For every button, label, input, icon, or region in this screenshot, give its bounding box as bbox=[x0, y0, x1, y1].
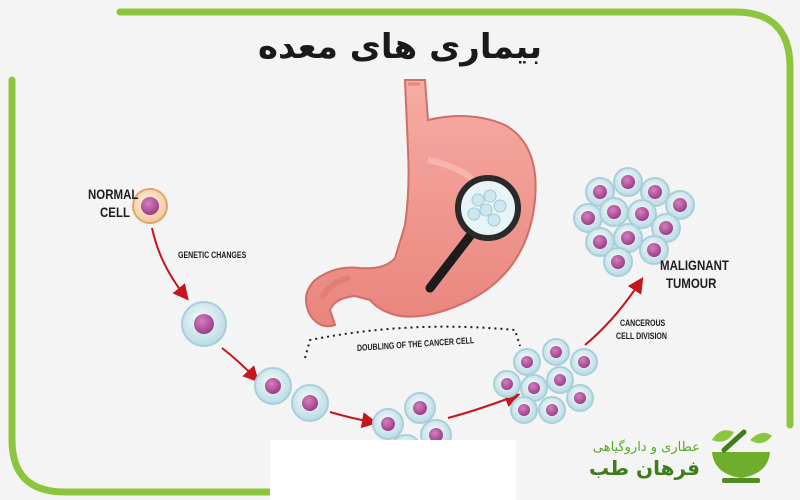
doubling-arc bbox=[304, 325, 521, 359]
label-normal: NORMAL bbox=[88, 186, 139, 202]
brand-subtitle: عطاری و داروگیاهی bbox=[592, 440, 700, 455]
tumour-cluster bbox=[573, 167, 695, 277]
cell-stage-2 bbox=[254, 367, 329, 422]
brand-name: فرهان طب bbox=[589, 456, 700, 480]
label-malignant: MALIGNANT bbox=[660, 257, 729, 273]
cell-stage-1 bbox=[181, 301, 227, 347]
label-cell-division: CELL DIVISION bbox=[616, 331, 667, 341]
label-cancerous: CANCEROUS bbox=[620, 318, 666, 328]
normal-cell bbox=[132, 188, 168, 224]
page-title: بیماری های معده bbox=[257, 27, 543, 67]
mortar-pestle-icon bbox=[712, 429, 770, 483]
label-genetic-changes: GENETIC CHANGES bbox=[178, 250, 247, 260]
progression-arrows bbox=[151, 227, 644, 429]
frame-top-line bbox=[116, 8, 794, 429]
label-tumour: TUMOUR bbox=[666, 275, 717, 291]
cell-stage-4 bbox=[493, 338, 598, 424]
leaf-icon bbox=[712, 430, 772, 444]
frame-left-line bbox=[8, 76, 304, 496]
blank-panel bbox=[270, 440, 516, 500]
magnifier-icon bbox=[425, 175, 521, 293]
label-cell: CELL bbox=[100, 204, 130, 220]
